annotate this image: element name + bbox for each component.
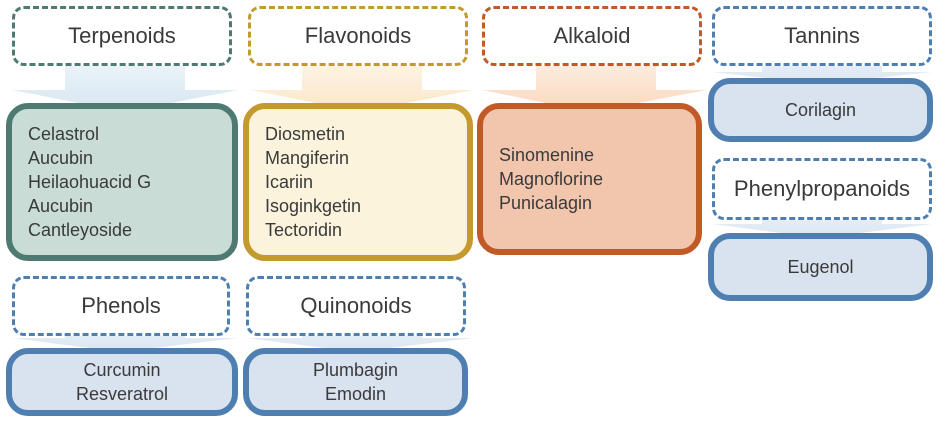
category-flavonoids-label: Flavonoids [304, 23, 412, 48]
list-phenols: Curcumin Resveratrol [6, 348, 238, 416]
list-item: Diosmetin [265, 124, 346, 144]
list-item: Celastrol [28, 124, 100, 144]
category-terpenoids-label: Terpenoids [68, 23, 176, 48]
category-quinonoids: Quinonoids [246, 276, 466, 336]
list-item: Isoginkgetin [265, 196, 362, 216]
list-item: Curcumin [83, 360, 161, 380]
list-item: Punicalagin [499, 193, 593, 213]
list-item: Tectoridin [265, 220, 343, 240]
list-quinonoids: Plumbagin Emodin [243, 348, 468, 416]
category-quinonoids-label: Quinonoids [300, 293, 412, 318]
list-item: Mangiferin [265, 148, 350, 168]
category-tannins: Tannins [712, 6, 932, 66]
category-phenylpropanoids: Phenylpropanoids [712, 158, 932, 220]
list-item: Sinomenine [499, 145, 595, 165]
category-terpenoids: Terpenoids [12, 6, 232, 66]
list-item: Icariin [265, 172, 314, 192]
list-item: Aucubin [28, 196, 94, 216]
category-flavonoids: Flavonoids [248, 6, 468, 66]
list-item: Resveratrol [75, 384, 169, 404]
list-item: Magnoflorine [499, 169, 604, 189]
list-item: Heilaohuacid G [28, 172, 152, 192]
category-tannins-label: Tannins [784, 23, 860, 48]
list-item: Eugenol [787, 257, 854, 277]
list-tannins: Corilagin [708, 78, 933, 142]
category-phenylpropanoids-label: Phenylpropanoids [733, 176, 911, 201]
list-terpenoids: Celastrol Aucubin Heilaohuacid G Aucubin… [6, 103, 238, 261]
list-item: Cantleyoside [28, 220, 133, 240]
category-phenols: Phenols [12, 276, 230, 336]
category-alkaloid-label: Alkaloid [553, 23, 631, 48]
list-alkaloid: Sinomenine Magnoflorine Punicalagin [477, 103, 702, 255]
list-item: Corilagin [784, 100, 857, 120]
category-alkaloid: Alkaloid [482, 6, 702, 66]
list-phenylpropanoids: Eugenol [708, 233, 933, 301]
list-item: Aucubin [28, 148, 94, 168]
list-item: Emodin [324, 384, 387, 404]
list-flavonoids: Diosmetin Mangiferin Icariin Isoginkgeti… [243, 103, 473, 261]
list-item: Plumbagin [312, 360, 399, 380]
category-phenols-label: Phenols [81, 293, 161, 318]
